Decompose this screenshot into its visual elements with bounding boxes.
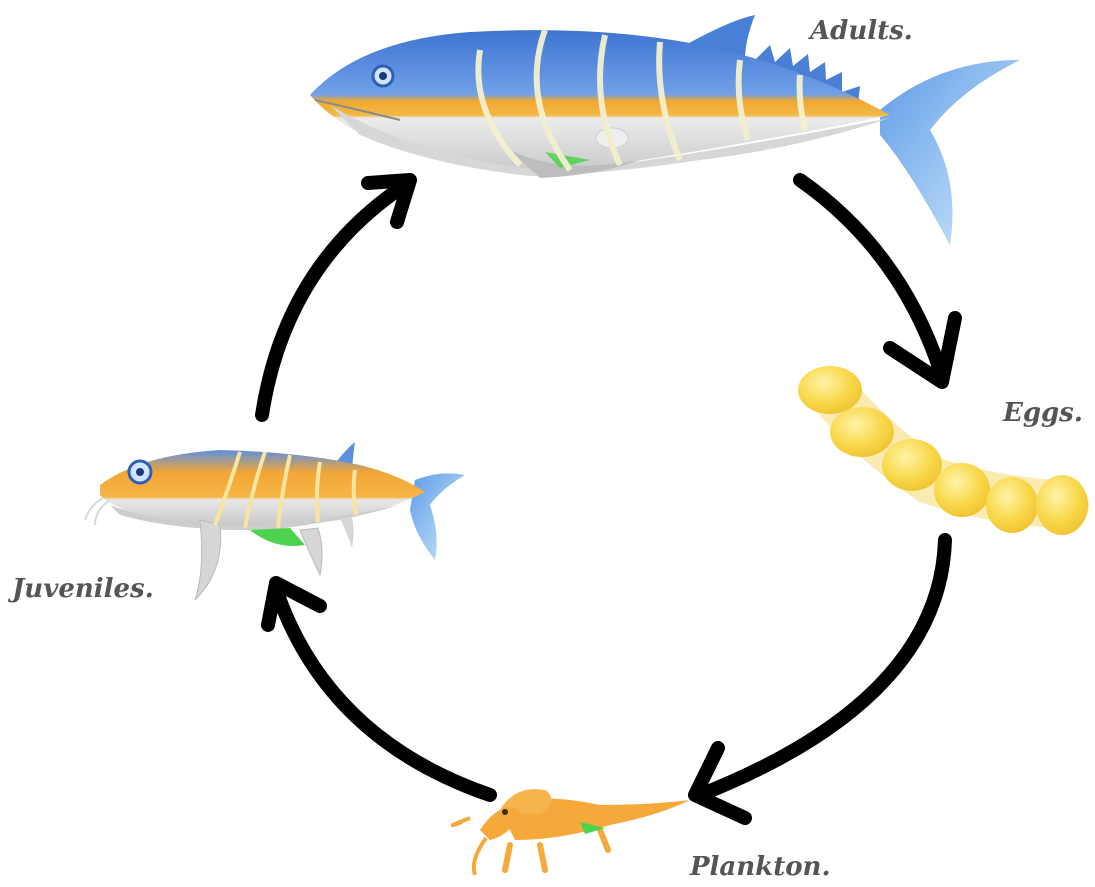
plankton-larva-icon: [453, 789, 690, 875]
label-adults: Adults.: [810, 18, 913, 44]
egg-chain-icon: [798, 366, 1088, 535]
arrow-plankton-to-juveniles: [268, 583, 490, 795]
label-plankton: Plankton.: [690, 854, 831, 880]
label-eggs: Eggs.: [1003, 400, 1083, 426]
arrow-eggs-to-plankton: [695, 540, 945, 818]
label-juveniles: Juveniles.: [12, 576, 154, 602]
arrow-juveniles-to-adults: [262, 180, 410, 415]
adult-tuna-icon: [310, 15, 1020, 245]
